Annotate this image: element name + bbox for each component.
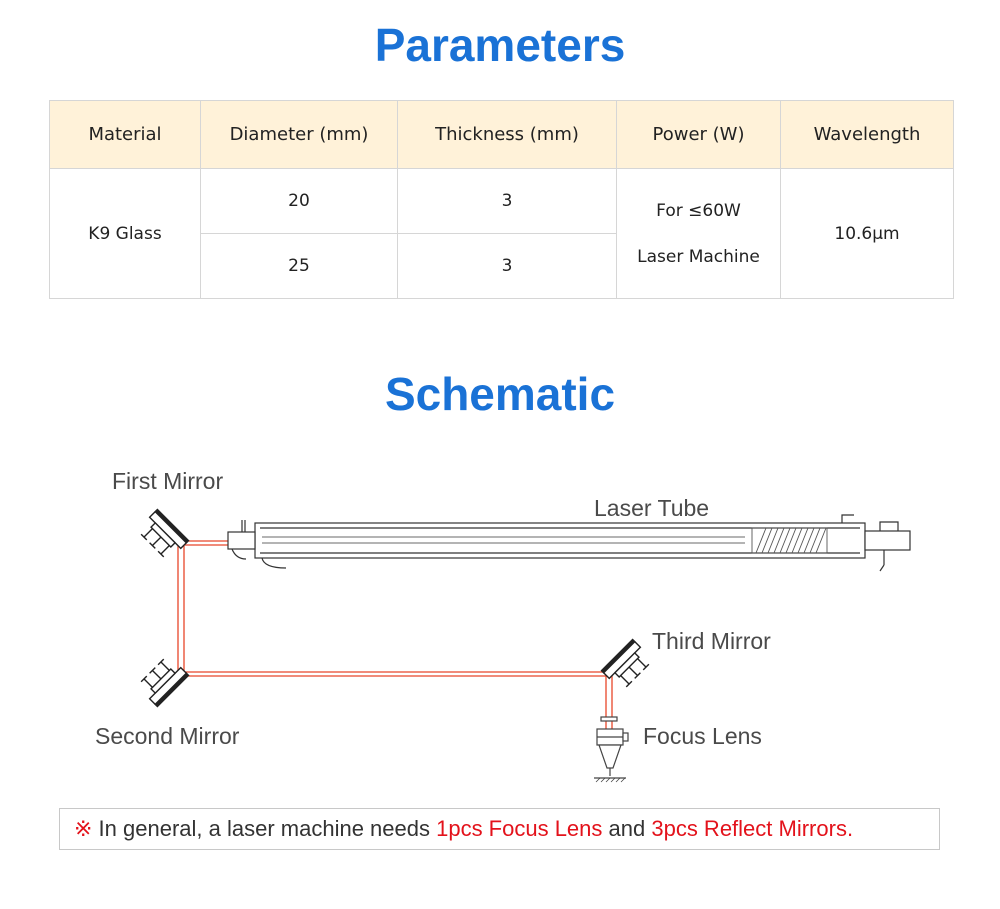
header-power: Power (W) bbox=[616, 100, 781, 169]
cell-diameter: 25 bbox=[200, 233, 398, 299]
cell-material: K9 Glass bbox=[49, 168, 201, 299]
first-mirror bbox=[140, 508, 190, 558]
cell-thickness: 3 bbox=[397, 233, 617, 299]
label-third-mirror: Third Mirror bbox=[652, 628, 771, 654]
cell-wavelength: 10.6μm bbox=[780, 168, 954, 299]
power-line-2: Laser Machine bbox=[637, 246, 760, 267]
second-mirror bbox=[140, 658, 190, 708]
note-symbol: ※ bbox=[74, 816, 93, 841]
label-second-mirror: Second Mirror bbox=[95, 723, 240, 749]
header-diameter: Diameter (mm) bbox=[200, 100, 398, 169]
laser-tube bbox=[227, 514, 911, 572]
parameters-table: Material Diameter (mm) Thickness (mm) Po… bbox=[49, 100, 954, 299]
note-highlight-focus-lens: 1pcs Focus Lens bbox=[436, 816, 603, 841]
table-header-row: Material Diameter (mm) Thickness (mm) Po… bbox=[49, 100, 954, 169]
header-wavelength: Wavelength bbox=[780, 100, 954, 169]
header-thickness: Thickness (mm) bbox=[397, 100, 617, 169]
cell-power: For ≤60W Laser Machine bbox=[616, 168, 781, 299]
note-highlight-mirrors: 3pcs Reflect Mirrors. bbox=[651, 816, 854, 841]
third-mirror bbox=[600, 638, 650, 688]
schematic-title: Schematic bbox=[384, 368, 616, 420]
cell-thickness: 3 bbox=[397, 168, 617, 234]
header-material: Material bbox=[49, 100, 201, 169]
table-row: K9 Glass 20 3 For ≤60W Laser Machine 10.… bbox=[49, 168, 954, 299]
cell-diameter: 20 bbox=[200, 168, 398, 234]
laser-beam bbox=[177, 540, 613, 730]
table-row: 25 3 bbox=[50, 233, 954, 299]
label-first-mirror: First Mirror bbox=[112, 468, 224, 494]
note-text-before: In general, a laser machine needs bbox=[92, 816, 437, 841]
power-line-1: For ≤60W bbox=[656, 200, 741, 221]
label-laser-tube: Laser Tube bbox=[594, 495, 710, 521]
parameters-title: Parameters bbox=[374, 19, 626, 71]
label-focus-lens: Focus Lens bbox=[643, 723, 762, 749]
schematic-diagram bbox=[140, 508, 911, 783]
note-text-middle: and bbox=[602, 816, 652, 841]
focus-lens bbox=[594, 716, 629, 783]
note-box: ※ In general, a laser machine needs 1pcs… bbox=[59, 808, 940, 850]
